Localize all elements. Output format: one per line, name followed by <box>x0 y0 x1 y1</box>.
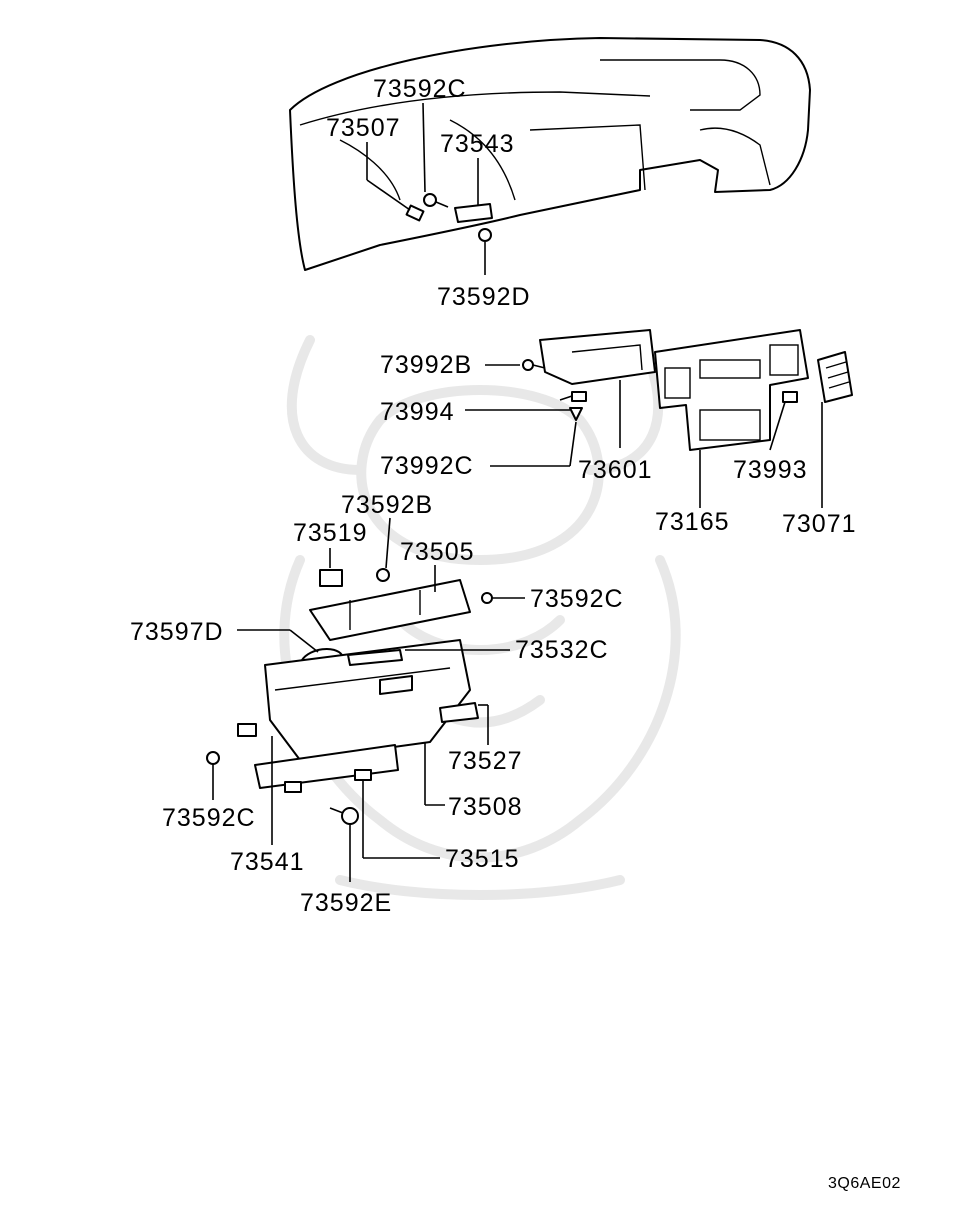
label-73592C-mid: 73592C <box>530 585 624 613</box>
screw-73592C-low <box>206 751 220 765</box>
leader-lines <box>212 102 823 882</box>
label-73505: 73505 <box>400 538 475 566</box>
screw-73592C-mid <box>481 592 493 604</box>
label-73597D: 73597D <box>130 618 224 646</box>
center-bezel-73165 <box>654 329 809 451</box>
screw-73592B <box>376 568 390 582</box>
instrument-panel <box>289 37 811 271</box>
label-73992B: 73992B <box>380 351 472 379</box>
label-73543: 73543 <box>440 130 515 158</box>
diagram-code: 3Q6AE02 <box>828 1175 901 1192</box>
label-73993: 73993 <box>733 456 808 484</box>
label-73165: 73165 <box>655 508 730 536</box>
clip-73994 <box>571 391 587 402</box>
screw-73992B <box>522 359 546 371</box>
screw-73592D <box>478 228 492 242</box>
label-73592E: 73592E <box>300 889 392 917</box>
screw-73592E <box>329 807 359 825</box>
label-73519: 73519 <box>293 519 368 547</box>
label-73532C: 73532C <box>515 636 609 664</box>
glove-box-73508 <box>264 639 471 761</box>
label-73515: 73515 <box>445 845 520 873</box>
label-73508: 73508 <box>448 793 523 821</box>
screw-73592C-top <box>423 193 449 208</box>
label-73527: 73527 <box>448 747 523 775</box>
label-73507: 73507 <box>326 114 401 142</box>
part-labels: 73592C 73507 73543 73592D 73992B 73994 7… <box>130 75 857 917</box>
clip-73507 <box>405 204 425 222</box>
clip-73541 <box>237 723 257 737</box>
label-73592D: 73592D <box>437 283 531 311</box>
hinge-73515 <box>254 744 399 793</box>
bracket-73543 <box>454 203 493 223</box>
label-73541: 73541 <box>230 848 305 876</box>
clip-73519 <box>319 569 343 587</box>
label-73592B: 73592B <box>341 491 433 519</box>
label-73992C: 73992C <box>380 452 474 480</box>
vent-73071 <box>817 351 853 403</box>
label-73994: 73994 <box>380 398 455 426</box>
label-73592C-low: 73592C <box>162 804 256 832</box>
label-73601: 73601 <box>578 456 653 484</box>
pocket-73601 <box>539 329 656 385</box>
stopper-73527 <box>439 702 479 723</box>
label-73071: 73071 <box>782 510 857 538</box>
clip-73993 <box>782 391 798 403</box>
damper-73532C <box>347 649 403 666</box>
label-73592C-top: 73592C <box>373 75 467 103</box>
glove-box-frame-73505 <box>309 579 471 641</box>
clip-73992C <box>569 407 583 421</box>
